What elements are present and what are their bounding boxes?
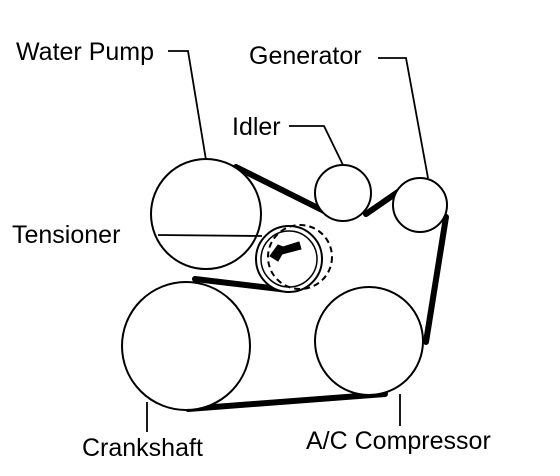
label-generator: Generator — [249, 42, 362, 70]
label-idler: Idler — [232, 113, 281, 141]
tensioner-alt-position — [267, 224, 333, 290]
tensioner-rotation-arrow-icon — [269, 241, 302, 262]
label-tensioner: Tensioner — [12, 221, 120, 249]
idler-pulley — [314, 164, 372, 222]
belt-segment-generator-compressor — [423, 214, 449, 345]
leader-tensioner — [157, 234, 263, 237]
belt-segment-compressor-crankshaft — [185, 391, 388, 412]
label-crankshaft: Crankshaft — [82, 434, 203, 462]
leader-generator — [378, 57, 429, 179]
label-water-pump: Water Pump — [16, 38, 154, 66]
crankshaft-pulley — [121, 281, 251, 411]
drive-belt — [185, 164, 449, 412]
label-ac-compressor: A/C Compressor — [306, 427, 491, 455]
tensioner-pulley — [255, 225, 323, 293]
leader-water-pump — [168, 50, 207, 161]
water-pump-pulley — [150, 158, 262, 270]
tensioner-assembly — [255, 224, 333, 293]
belt-segment-waterpump-idler — [233, 164, 329, 215]
ac-compressor-pulley — [314, 286, 424, 396]
generator-pulley — [392, 177, 448, 233]
leader-idler — [289, 125, 344, 166]
